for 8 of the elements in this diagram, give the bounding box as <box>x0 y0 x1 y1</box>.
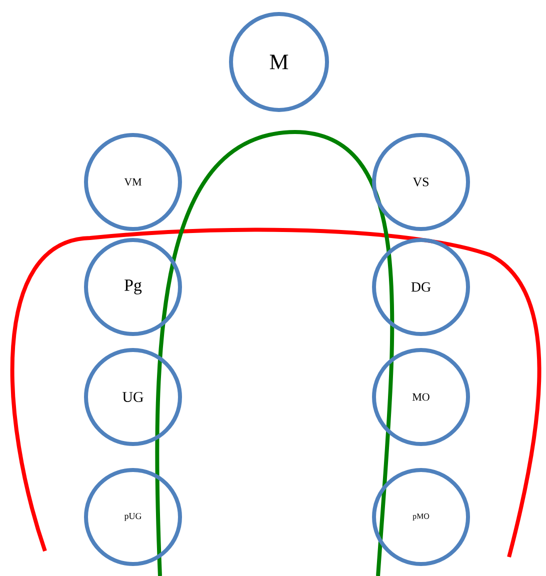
circle-node: pUG <box>84 468 182 566</box>
circle-node: UG <box>84 348 182 446</box>
circle-node: MO <box>372 348 470 446</box>
circle-node: M <box>229 12 329 112</box>
circle-node: VS <box>372 133 470 231</box>
circle-node: VM <box>84 133 182 231</box>
circle-node: DG <box>372 238 470 336</box>
circle-node: Pg <box>84 238 182 336</box>
